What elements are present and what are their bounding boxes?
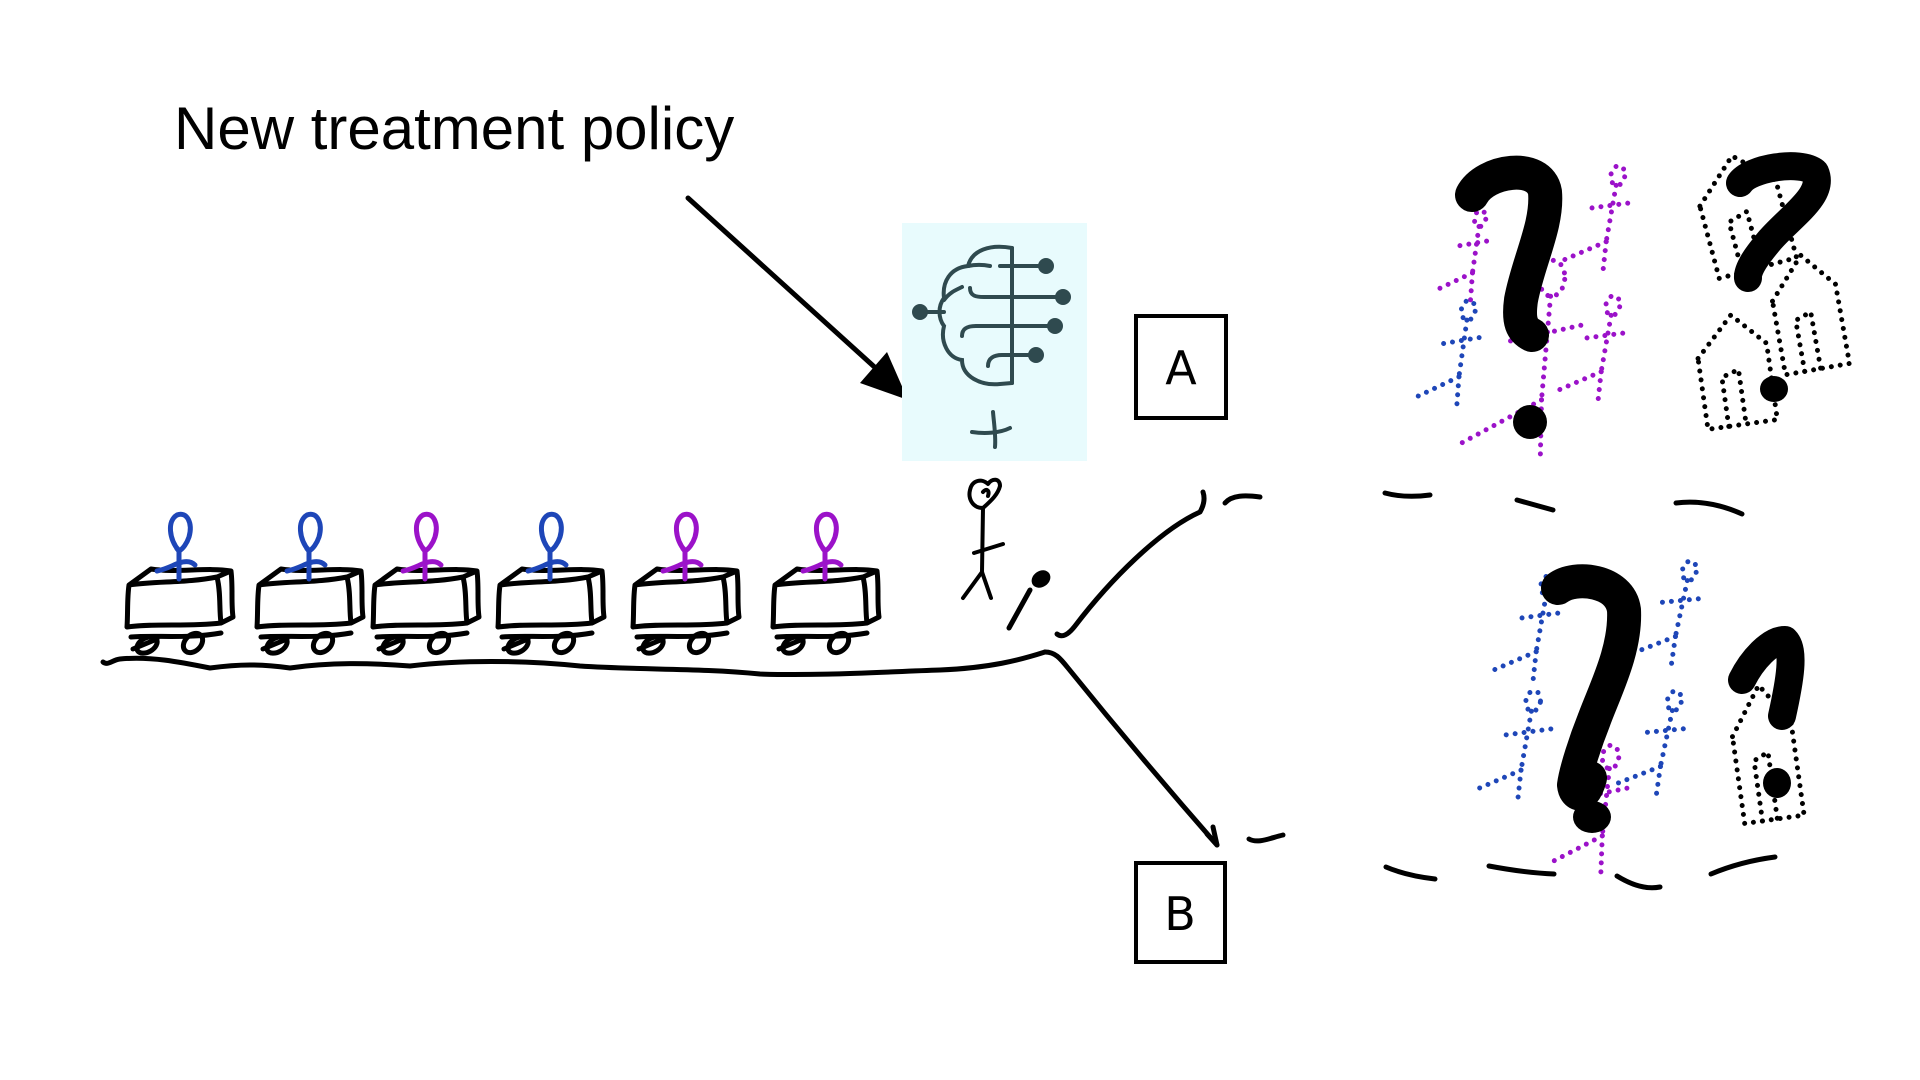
track-switch-lever [1006, 570, 1051, 631]
question-mark-icon [1541, 564, 1642, 833]
patient-cart [630, 511, 742, 656]
question-mark-icon [1728, 626, 1805, 798]
patient-figure [660, 511, 704, 582]
path-a-dashes [1222, 490, 1745, 517]
dotted-person-figure [1411, 297, 1490, 413]
patient-cart [254, 511, 366, 656]
track [100, 489, 1220, 848]
dotted-house-icon [1729, 680, 1807, 827]
ai-policy-panel [902, 223, 1087, 461]
dotted-house-icon [1695, 311, 1781, 433]
patient-cart [770, 511, 882, 656]
option-a-label: A [1165, 341, 1197, 395]
arrow-to-policy [685, 195, 908, 400]
patient-figure [800, 511, 844, 582]
path-b-dashes [1246, 832, 1778, 891]
outcome-b-group [1470, 558, 1807, 878]
option-b-box: B [1134, 861, 1227, 964]
dotted-house-icon [1769, 251, 1853, 378]
title-label: New treatment policy [174, 95, 734, 162]
question-mark-icon [1455, 155, 1563, 439]
dotted-person-figure [1470, 688, 1555, 808]
dotted-person-figure [1552, 293, 1633, 408]
dotted-person-figure [1432, 207, 1498, 303]
patient-figure [154, 511, 198, 582]
branch-b-track [1042, 649, 1220, 848]
plus-icon [970, 410, 1012, 449]
option-b-label: B [1164, 887, 1196, 941]
dotted-person-figure [1626, 558, 1709, 672]
patient-cart [495, 511, 607, 656]
outcome-a-group [1411, 152, 1853, 463]
patient-figure [284, 511, 328, 582]
operator-figure [961, 477, 1005, 600]
brain-circuit-icon [912, 244, 1071, 387]
patient-figure [400, 511, 444, 582]
dotted-person-figure [1557, 163, 1638, 278]
question-mark-icon [1726, 152, 1831, 402]
patient-cart [370, 511, 482, 656]
patient-figure [525, 511, 569, 582]
patient-queue [124, 511, 882, 656]
option-a-box: A [1134, 314, 1228, 420]
outcome-b-houses [1729, 680, 1807, 827]
branch-a-track [1054, 489, 1207, 639]
dotted-person-figure [1611, 688, 1694, 802]
patient-cart [124, 511, 236, 656]
